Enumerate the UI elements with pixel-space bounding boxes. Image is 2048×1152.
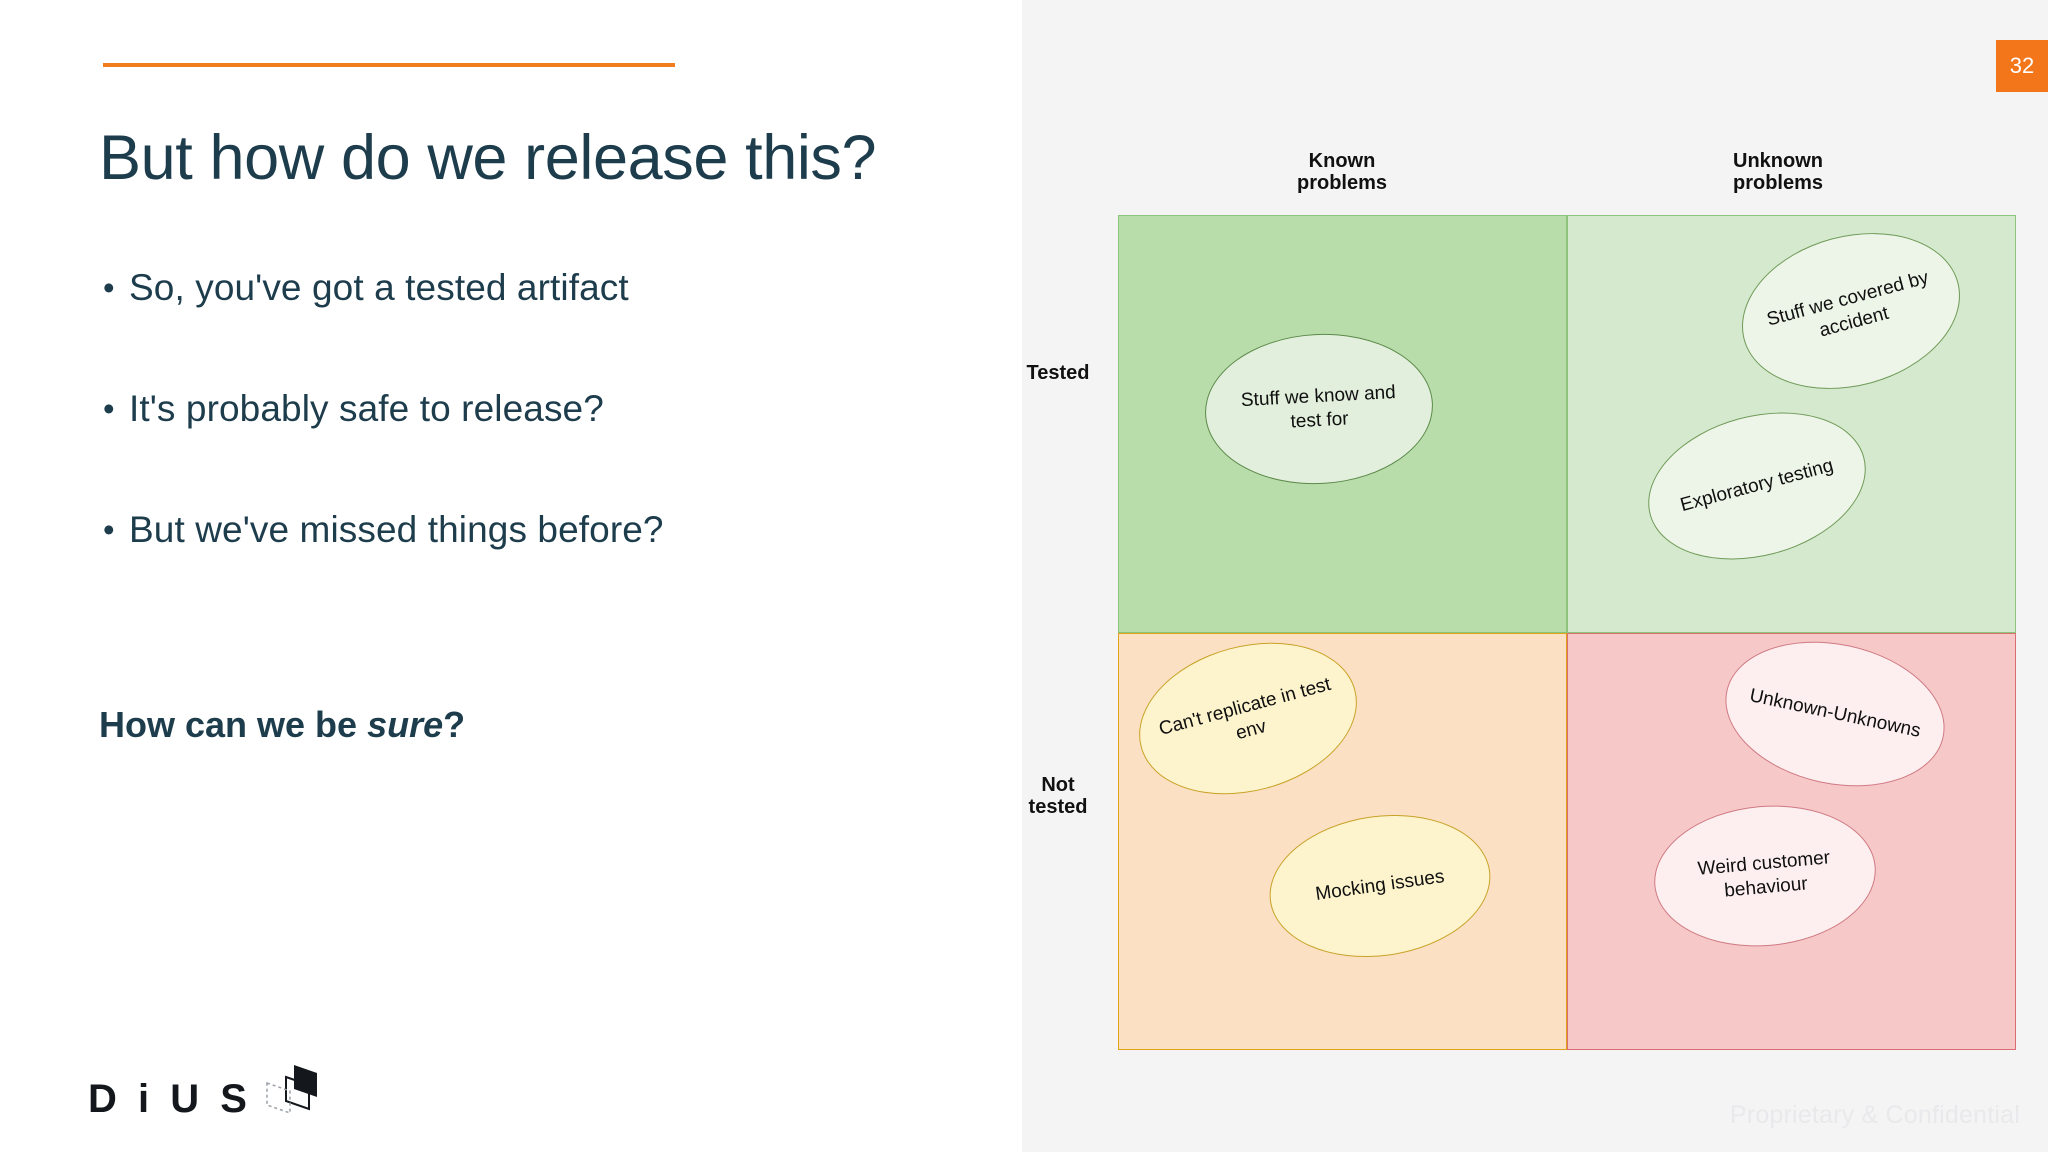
dius-logo: D i U S <box>88 1065 320 1122</box>
row-header-line1: Tested <box>1026 362 1090 384</box>
bubble-mocking-issues: Mocking issues <box>1260 800 1500 971</box>
quadrant-known-tested: Stuff we know and test for <box>1118 215 1567 633</box>
row-header-tested: Tested <box>1006 362 1110 384</box>
bubble-weird-customer-behaviour: Weird customer behaviour <box>1648 796 1882 955</box>
list-item: • It's probably safe to release? <box>99 386 919 432</box>
column-header-line2: problems <box>1732 172 1824 195</box>
slide-left-content-panel: But how do we release this? • So, you've… <box>0 0 1022 1152</box>
column-header-unknown-problems: Unknown problems <box>1648 150 1908 195</box>
quadrant-unknown-not-tested: Unknown-Unknowns Weird customer behaviou… <box>1567 632 2016 1050</box>
matrix-grid: Stuff we know and test for Stuff we cove… <box>1118 215 2016 1050</box>
confidentiality-footer: Proprietary & Confidential <box>1729 1101 2020 1129</box>
bullet-text: So, you've got a tested artifact <box>129 267 629 308</box>
logo-wordmark: D i U S <box>88 1076 252 1121</box>
bullet-dot-icon: • <box>103 269 115 306</box>
slide-right-diagram-panel: 32 Known problems Unknown problems Teste… <box>1022 0 2048 1152</box>
bullet-dot-icon: • <box>103 511 115 548</box>
closing-prefix: How can we be <box>99 704 368 745</box>
row-header-line2: tested <box>1028 796 1088 819</box>
list-item: • But we've missed things before? <box>99 507 919 553</box>
known-unknown-test-matrix: Known problems Unknown problems Tested N… <box>1027 150 2016 1050</box>
page-number-badge: 32 <box>1996 40 2048 92</box>
column-header-line1: Known <box>1308 150 1376 172</box>
bullet-list: • So, you've got a tested artifact • It'… <box>99 265 919 628</box>
column-header-line1: Unknown <box>1733 150 1823 172</box>
page-title: But how do we release this? <box>99 123 877 194</box>
closing-question: How can we be sure? <box>99 704 465 746</box>
title-accent-rule <box>103 63 675 67</box>
column-header-line2: problems <box>1296 172 1388 195</box>
closing-suffix: ? <box>443 704 466 745</box>
row-header-line1: Not <box>1041 774 1075 796</box>
row-header-not-tested: Not tested <box>1006 774 1110 819</box>
column-header-known-problems: Known problems <box>1212 150 1472 195</box>
bullet-dot-icon: • <box>103 390 115 427</box>
bubble-cant-replicate-in-test-env: Can't replicate in test env <box>1122 633 1374 817</box>
bubble-stuff-we-covered-by-accident: Stuff we covered by accident <box>1724 215 1978 413</box>
bubble-stuff-we-know-and-test-for: Stuff we know and test for <box>1201 328 1437 490</box>
bubble-exploratory-testing: Exploratory testing <box>1631 389 1883 583</box>
bullet-text: But we've missed things before? <box>129 509 664 550</box>
quadrant-unknown-tested: Stuff we covered by accident Exploratory… <box>1567 215 2016 633</box>
bubble-unknown-unknowns: Unknown-Unknowns <box>1711 633 1959 806</box>
list-item: • So, you've got a tested artifact <box>99 265 919 311</box>
bullet-text: It's probably safe to release? <box>129 388 604 429</box>
stacked-cards-isometric-mark-icon <box>264 1063 320 1122</box>
quadrant-known-not-tested: Can't replicate in test env Mocking issu… <box>1118 632 1567 1050</box>
closing-emphasis: sure <box>367 704 444 745</box>
